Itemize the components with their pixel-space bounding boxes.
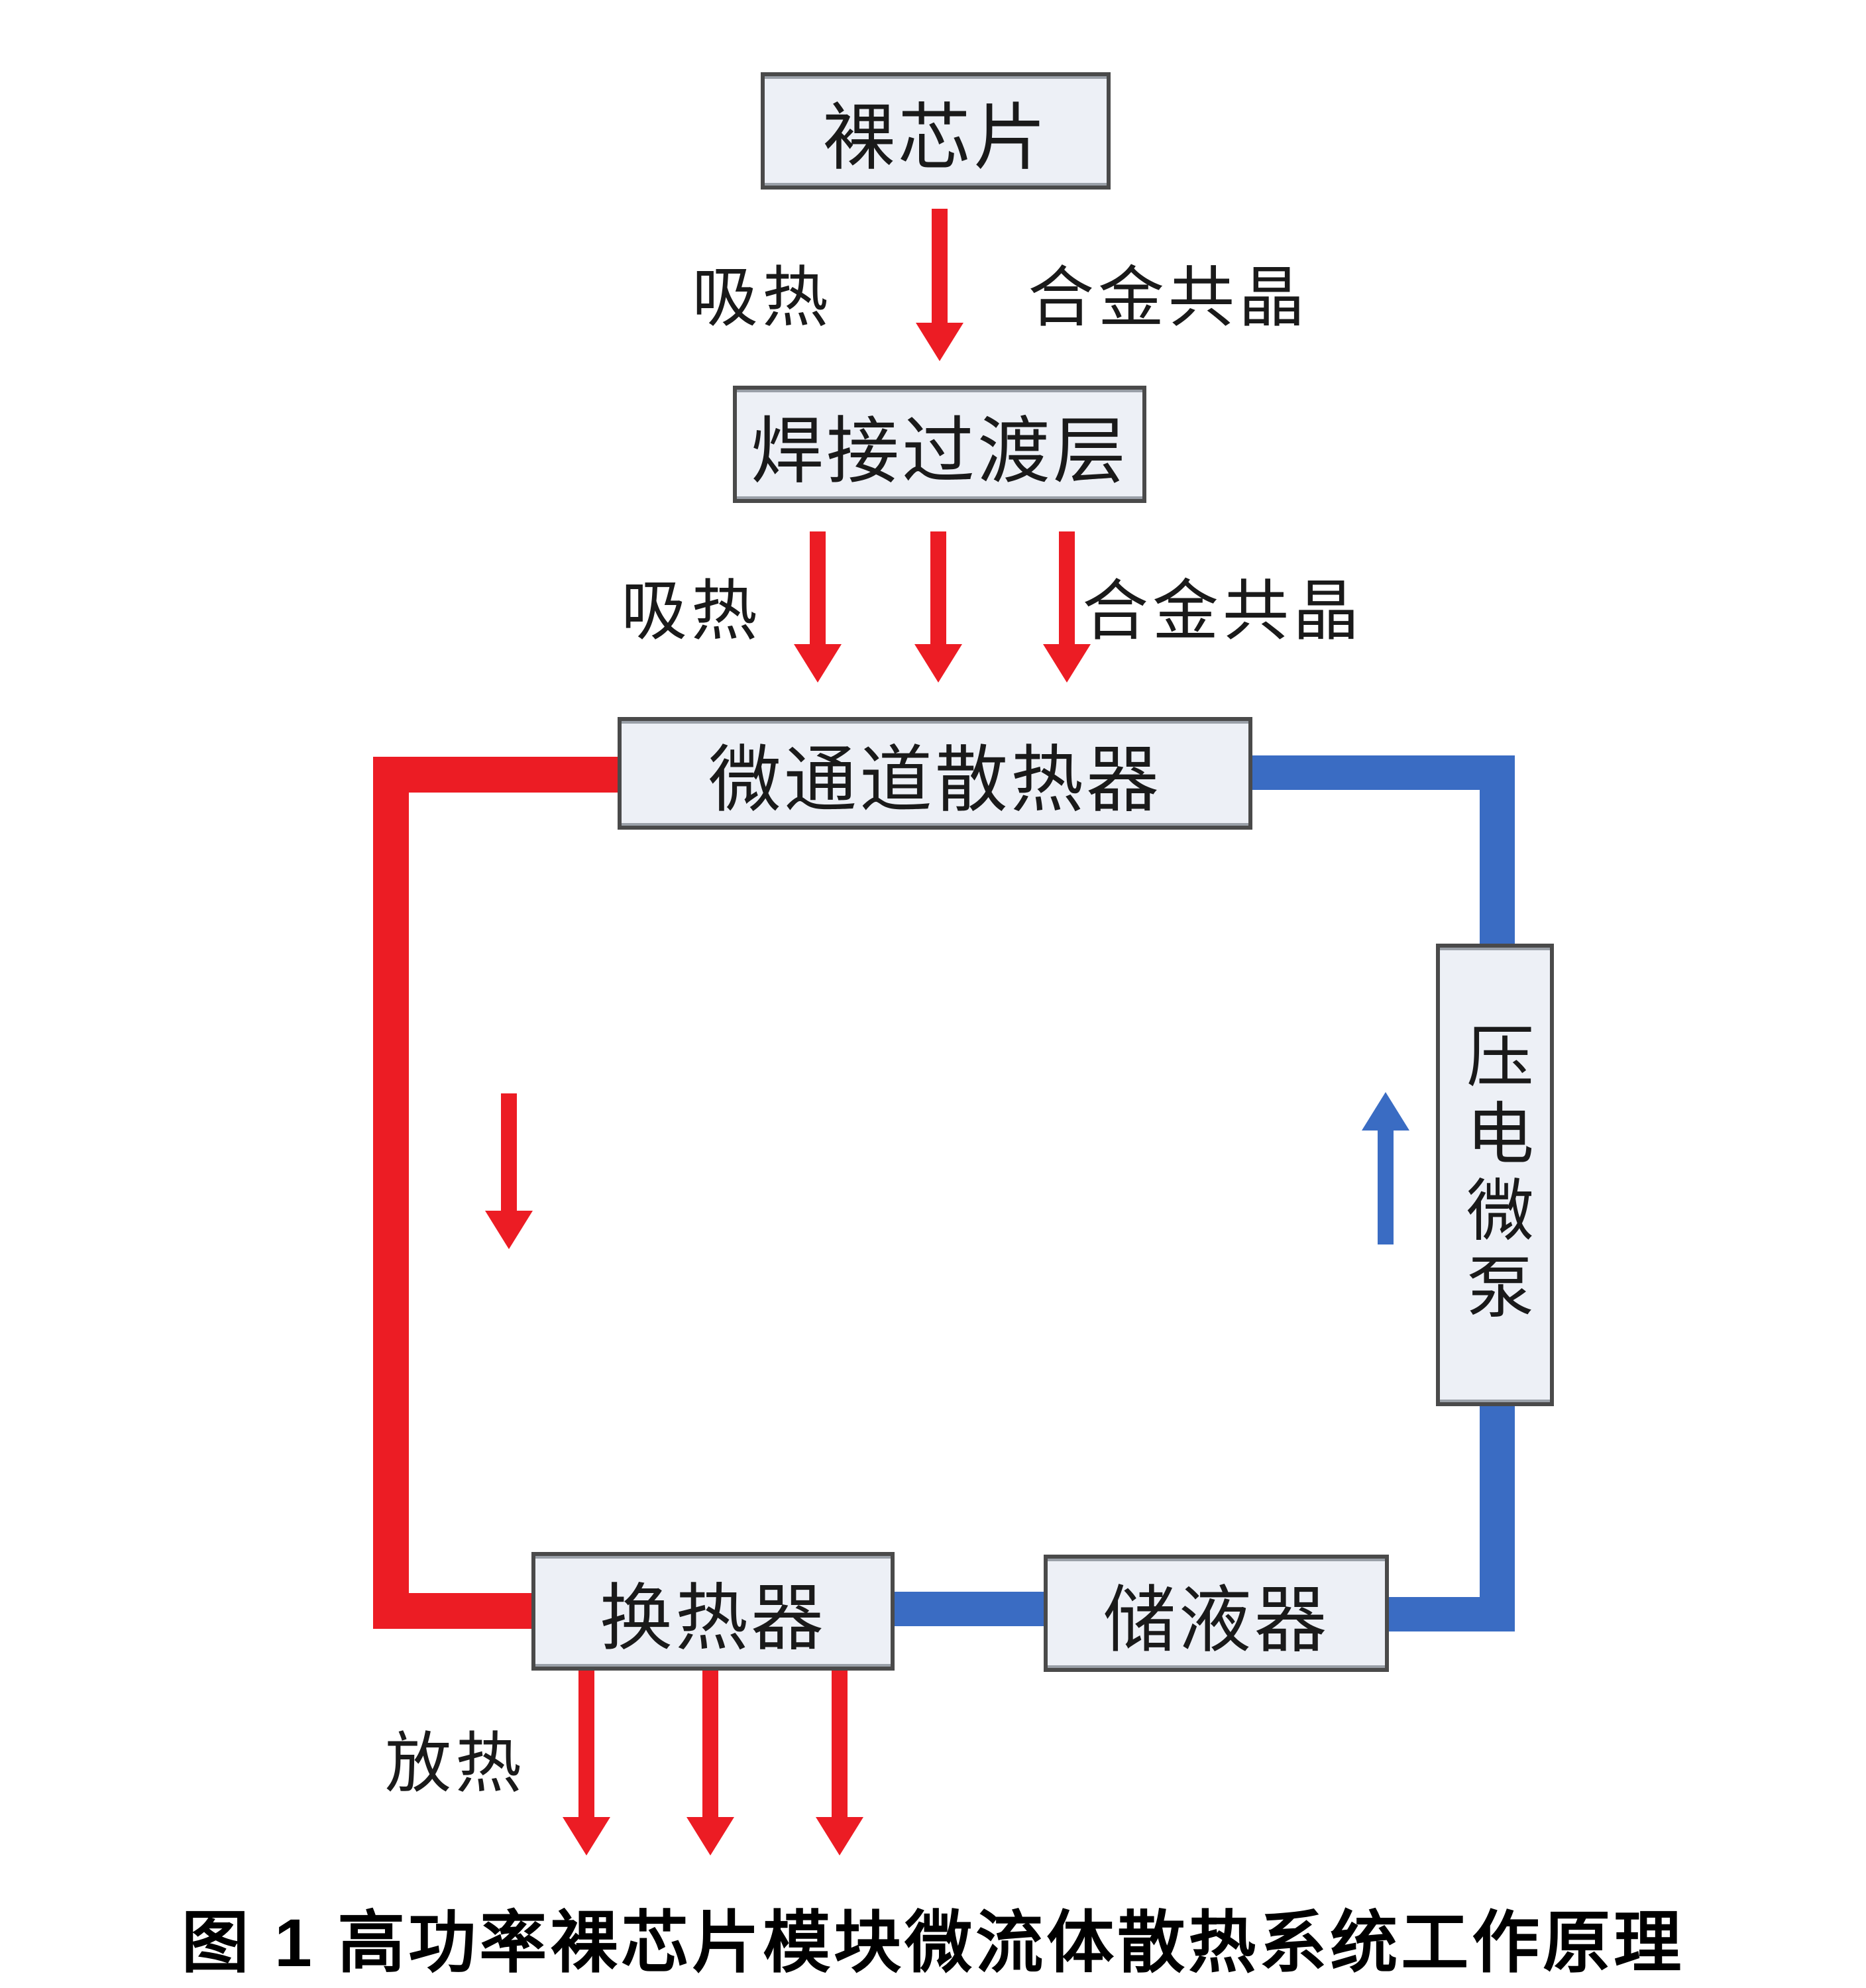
arrow-head (1362, 1092, 1409, 1131)
arrow-shaft (810, 531, 826, 644)
cold-pipe-middle-connector (892, 1592, 1047, 1626)
arrow-head (916, 323, 963, 361)
hot-pipe-bottom-horizontal (373, 1593, 536, 1629)
heat-absorb-arrow-icon (916, 209, 963, 361)
heat-exchanger-node: 换热器 (531, 1552, 895, 1671)
heat-exchanger-label: 换热器 (600, 1577, 826, 1659)
arrow-head (485, 1211, 533, 1249)
arrow-shaft (501, 1093, 517, 1211)
arrow-shaft (1378, 1131, 1394, 1244)
arrow-head (914, 644, 962, 683)
microchannel-heatsink-label: 微通道散热器 (708, 740, 1162, 821)
arrow-head (1043, 644, 1091, 683)
absorb-heat-label: 吸热 (692, 260, 832, 335)
hot-pipe-top-horizontal (373, 757, 622, 793)
absorb-heat-label: 吸热 (621, 574, 761, 649)
alloy-eutectic-label: 合金共晶 (1082, 574, 1363, 649)
cold-pipe-bottom-horizontal (1389, 1597, 1515, 1631)
arrow-shaft (1059, 531, 1075, 644)
heat-absorb-arrow-icon (1043, 531, 1091, 683)
reservoir-label: 储液器 (1103, 1579, 1330, 1661)
heat-release-arrow-icon (563, 1671, 610, 1855)
arrow-shaft (932, 209, 948, 323)
cold-pipe-top-horizontal (1248, 755, 1515, 790)
coolant-flow-down-arrow-icon (485, 1093, 533, 1249)
arrow-head (816, 1817, 863, 1855)
arrow-head (794, 644, 842, 683)
heat-release-arrow-icon (686, 1671, 734, 1855)
bare-die-node: 裸芯片 (761, 72, 1111, 190)
heat-release-arrow-icon (816, 1671, 863, 1855)
reservoir-node: 储液器 (1044, 1555, 1389, 1672)
microchannel-heatsink-node: 微通道散热器 (618, 717, 1252, 830)
coolant-flow-up-arrow-icon (1362, 1092, 1409, 1244)
arrow-shaft (702, 1671, 718, 1817)
alloy-eutectic-label: 合金共晶 (1028, 260, 1309, 335)
piezo-micropump-label: 压电微泵 (1456, 1021, 1533, 1329)
heat-absorb-arrow-icon (794, 531, 842, 683)
heat-absorb-arrow-icon (914, 531, 962, 683)
arrow-shaft (578, 1671, 594, 1817)
piezo-micropump-node: 压电微泵 (1436, 944, 1554, 1406)
bare-die-label: 裸芯片 (822, 97, 1049, 179)
arrow-shaft (832, 1671, 848, 1817)
hot-pipe-left-vertical (373, 757, 409, 1629)
arrow-shaft (930, 531, 946, 644)
arrow-head (563, 1817, 610, 1855)
arrow-head (686, 1817, 734, 1855)
solder-transition-layer-node: 焊接过渡层 (733, 386, 1146, 503)
figure-caption: 图 1 高功率裸芯片模块微流体散热系统工作原理 (181, 1905, 1685, 1981)
solder-transition-layer-label: 焊接过渡层 (751, 410, 1128, 492)
release-heat-label: 放热 (385, 1726, 525, 1801)
